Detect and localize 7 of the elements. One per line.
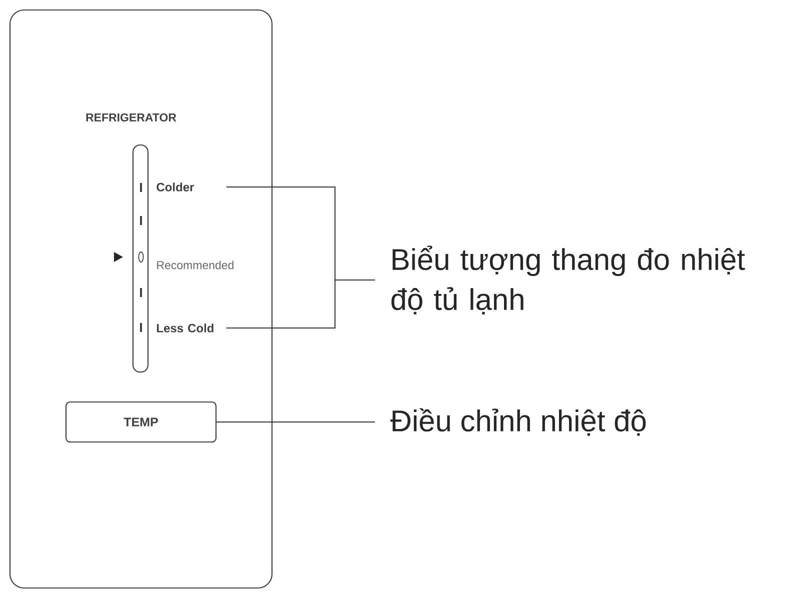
callout-text: Biểu tượng thang đo nhiệt độ tủ lạnh: [391, 246, 745, 314]
scale-label: Colder: [156, 182, 194, 192]
temperature-scale-bar: [132, 144, 149, 373]
leader-line: [226, 280, 376, 328]
scale-label: Less Cold: [157, 324, 214, 332]
callout-text: Điều chỉnh nhiệt độ: [390, 408, 646, 436]
temp-button: TEMP: [65, 401, 217, 443]
